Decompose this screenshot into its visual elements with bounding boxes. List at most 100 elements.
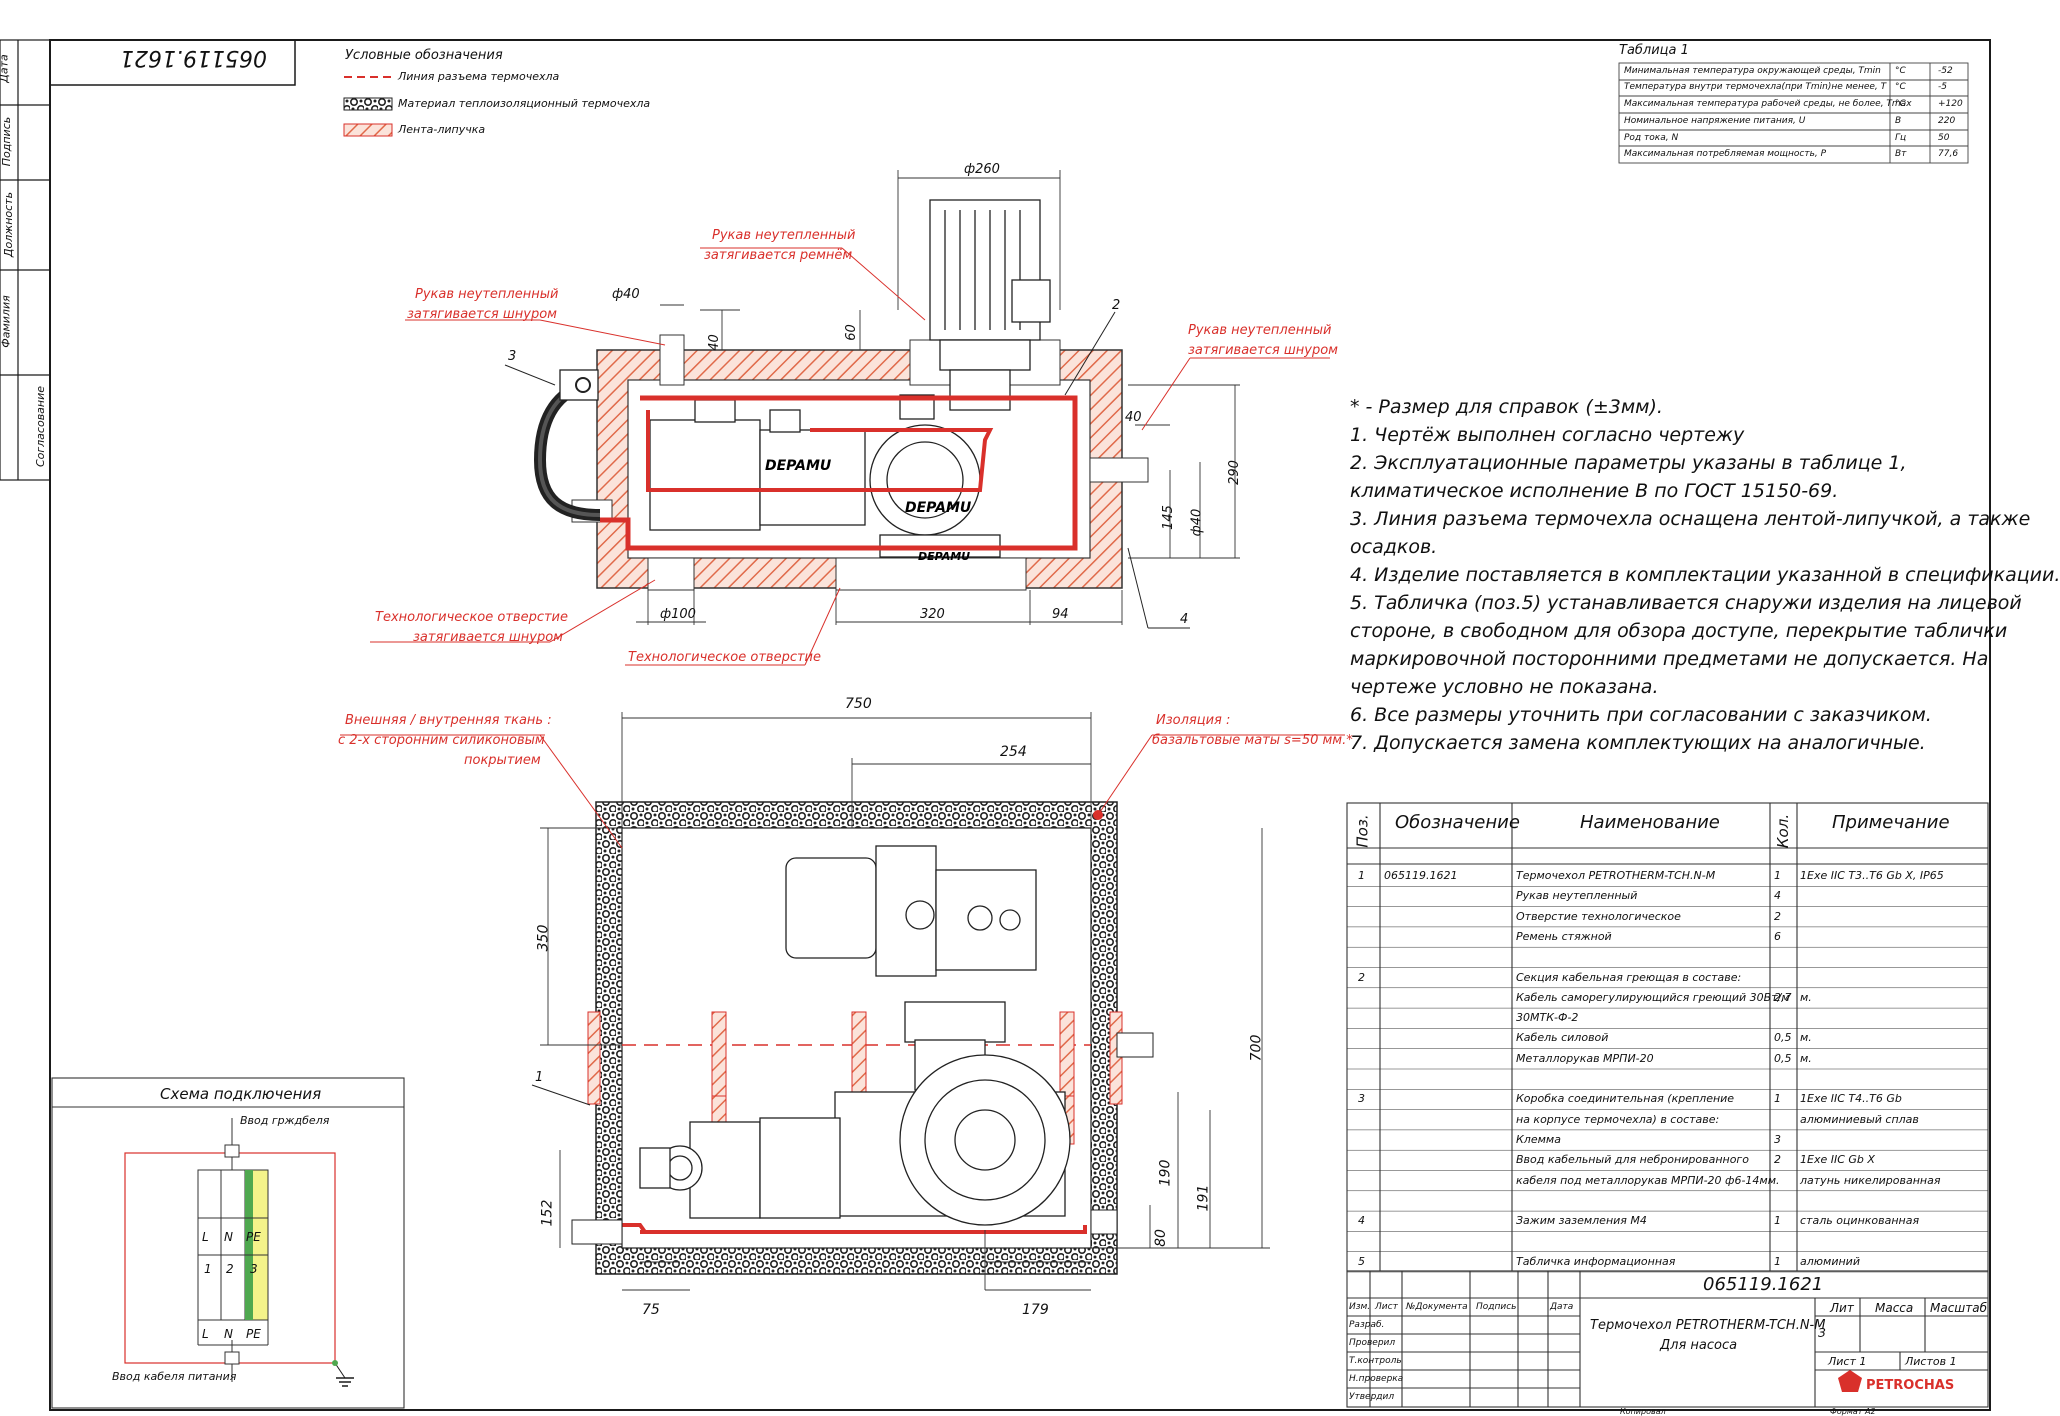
spec-cell-note: м. bbox=[1800, 1051, 1812, 1065]
tb-format: Формат А2 bbox=[1830, 1407, 1876, 1416]
dim-v80: 80 bbox=[1152, 1229, 1169, 1247]
note-line: 3. Линия разъема термочехла оснащена лен… bbox=[1350, 508, 2031, 530]
tb-lit: Лит bbox=[1830, 1301, 1854, 1315]
company-logo bbox=[1838, 1370, 1862, 1392]
dim-w750: 750 bbox=[845, 696, 872, 712]
callout-fabric-2: с 2-х сторонним силиконовым bbox=[338, 733, 545, 748]
callout-tech-hole-cord-2: затягивается шнуром bbox=[413, 630, 563, 645]
spec-header-name: Наименование bbox=[1580, 812, 1720, 833]
scheme-title: Схема подключения bbox=[160, 1085, 322, 1103]
callout-fabric-1: Внешняя / внутренняя ткань : bbox=[345, 713, 552, 728]
scheme-in-bottom: Ввод кабеля питания bbox=[112, 1370, 237, 1383]
motor-brand-1: DEPAMU bbox=[765, 458, 832, 474]
table1-unit: °C bbox=[1895, 66, 1906, 76]
table1-param: Максимальная потребляемая мощность, P bbox=[1624, 149, 1827, 159]
pos-label-3: 3 bbox=[508, 349, 517, 364]
motor-brand-2: DEPAMU bbox=[905, 500, 972, 516]
callout-tech-hole: Технологическое отверстие bbox=[628, 650, 821, 665]
note-line: чертеже условно не показана. bbox=[1350, 676, 1659, 698]
pos-label-2: 2 bbox=[1112, 298, 1121, 313]
dim-h40: 40 bbox=[1125, 410, 1142, 425]
term-bot-PE: PE bbox=[246, 1327, 261, 1341]
stamp-approval: Согласование bbox=[34, 385, 48, 468]
spec-cell-name: Термочехол PETROTHERM-TCH.N-M bbox=[1516, 869, 1716, 882]
table1-title: Таблица 1 bbox=[1619, 43, 1689, 58]
spec-cell-qty: 2,7 bbox=[1774, 990, 1792, 1004]
dim-d40b: ф40 bbox=[1189, 508, 1205, 537]
spec-cell-pos: 2 bbox=[1358, 970, 1365, 984]
callout-insulation-1: Изоляция : bbox=[1156, 713, 1231, 728]
dim-v145: 145 bbox=[1160, 505, 1176, 530]
table1-value: +120 bbox=[1938, 99, 1963, 109]
callout-hose-strap-2: затягивается ремнём bbox=[704, 248, 853, 263]
tb-role-tcontrol: Т.контроль bbox=[1349, 1356, 1402, 1366]
spec-cell-name: Зажим заземления М4 bbox=[1516, 1214, 1647, 1228]
term-top-L: L bbox=[202, 1230, 209, 1244]
note-line: * - Размер для справок (±3мм). bbox=[1350, 396, 1663, 418]
dim-v290: 290 bbox=[1226, 460, 1242, 485]
tb-col-izm: Изм. bbox=[1349, 1302, 1371, 1312]
table1-unit: Вт bbox=[1895, 149, 1907, 159]
motor-brand-3: DEPAMU bbox=[918, 550, 970, 563]
spec-cell-qty: 4 bbox=[1774, 889, 1781, 903]
stamp-date: Дата bbox=[0, 54, 11, 83]
spec-cell-note: алюминиевый сплав bbox=[1800, 1112, 1919, 1126]
spec-cell-note: латунь никелированная bbox=[1800, 1173, 1941, 1187]
spec-cell-qty: 1 bbox=[1774, 1092, 1781, 1106]
dim-w75: 75 bbox=[642, 1302, 660, 1318]
dim-w179: 179 bbox=[1022, 1302, 1049, 1318]
spec-cell-qty: 0,5 bbox=[1774, 1031, 1792, 1045]
spec-cell-qty: 3 bbox=[1774, 1132, 1781, 1146]
spec-cell-qty: 1 bbox=[1774, 1254, 1781, 1268]
drawing-number-top: 065119.1621 bbox=[120, 45, 267, 70]
pos-label-1: 1 bbox=[535, 1070, 544, 1085]
spec-cell-note: сталь оцинкованная bbox=[1800, 1214, 1920, 1228]
stamp-signature: Подпись bbox=[0, 116, 14, 167]
dim-v152: 152 bbox=[539, 1199, 556, 1227]
stamp-position: Должность bbox=[2, 191, 16, 258]
tb-col-sign: Подпись bbox=[1476, 1302, 1517, 1312]
term-num-2: 2 bbox=[226, 1262, 234, 1276]
tb-name-2: Для насоса bbox=[1660, 1338, 1738, 1353]
spec-cell-des: 065119.1621 bbox=[1384, 869, 1458, 882]
scheme-in-top: Ввод грждбеля bbox=[240, 1114, 330, 1127]
table1-grid bbox=[1618, 62, 1969, 164]
note-line: стороне, в свободном для обзора доступе,… bbox=[1350, 620, 2008, 642]
term-top-PE: PE bbox=[246, 1230, 261, 1244]
callout-fabric-3: покрытием bbox=[464, 753, 541, 768]
spec-cell-qty: 1 bbox=[1774, 869, 1781, 882]
note-line: 5. Табличка (поз.5) устанавливается снар… bbox=[1350, 592, 2022, 614]
callout-hose-cord-left-2: затягивается шнуром bbox=[407, 307, 557, 322]
spec-cell-note: 1Exe IIC T3..T6 Gb X, IP65 bbox=[1800, 869, 1944, 882]
dim-v191: 191 bbox=[1195, 1184, 1212, 1212]
spec-header-note: Примечание bbox=[1832, 812, 1950, 833]
spec-cell-name: Секция кабельная греющая в составе: bbox=[1516, 970, 1742, 984]
table1-param: Максимальная температура рабочей среды, … bbox=[1624, 99, 1912, 109]
tb-role-approve: Утвердил bbox=[1349, 1392, 1395, 1402]
scheme-wiring bbox=[124, 1118, 354, 1387]
spec-cell-pos: 1 bbox=[1358, 869, 1365, 882]
tb-scale: Масштаб bbox=[1930, 1301, 1988, 1315]
table1-value: 220 bbox=[1938, 116, 1956, 126]
callout-insulation-2: базальтовые маты s=50 мм.* bbox=[1152, 733, 1353, 748]
tb-col-list: Лист bbox=[1375, 1302, 1398, 1312]
title-block-number: 065119.1621 bbox=[1703, 1274, 1824, 1295]
term-num-3: 3 bbox=[250, 1262, 258, 1276]
spec-header-pos: Поз. bbox=[1353, 814, 1372, 848]
dim-w254: 254 bbox=[1000, 744, 1027, 760]
dim-h320: 320 bbox=[920, 607, 945, 622]
spec-cell-qty: 2 bbox=[1774, 1153, 1781, 1167]
spec-cell-qty: 6 bbox=[1774, 929, 1781, 943]
spec-cell-name: Ввод кабельный для небронированного bbox=[1516, 1153, 1749, 1167]
table1-param: Минимальная температура окружающей среды… bbox=[1624, 66, 1881, 76]
note-line: осадков. bbox=[1350, 536, 1438, 558]
spec-cell-name: Клемма bbox=[1516, 1132, 1561, 1146]
tb-sheet: Лист 1 bbox=[1828, 1355, 1867, 1368]
number-box bbox=[49, 39, 296, 86]
term-bot-N: N bbox=[224, 1327, 233, 1341]
stamp-surname: Фамилия bbox=[0, 295, 13, 348]
callout-hose-strap-1: Рукав неутепленный bbox=[712, 228, 856, 243]
spec-cell-name: Коробка соединительная (крепление bbox=[1516, 1092, 1735, 1106]
term-num-1: 1 bbox=[204, 1262, 212, 1276]
bottom-view bbox=[340, 712, 1345, 1291]
